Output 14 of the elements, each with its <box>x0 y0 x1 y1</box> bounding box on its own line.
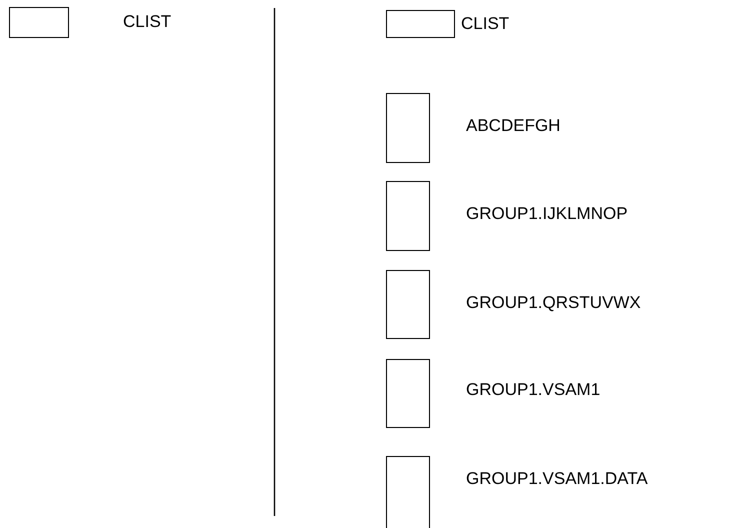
dataset-name: CLIST <box>461 14 510 34</box>
dataset-name: GROUP1.QRSTUVWX <box>466 293 641 313</box>
dataset-name: CLIST <box>123 12 172 32</box>
empty-box <box>386 93 430 163</box>
empty-box <box>386 10 455 38</box>
empty-box <box>9 7 69 38</box>
empty-box <box>386 359 430 428</box>
empty-box <box>386 456 430 528</box>
dataset-name: GROUP1.IJKLMNOP <box>466 204 628 224</box>
dataset-name: GROUP1.VSAM1 <box>466 380 600 400</box>
empty-box <box>386 181 430 251</box>
dataset-name: GROUP1.VSAM1.DATA <box>466 469 648 489</box>
empty-box <box>386 270 430 339</box>
dataset-name: ABCDEFGH <box>466 116 560 136</box>
